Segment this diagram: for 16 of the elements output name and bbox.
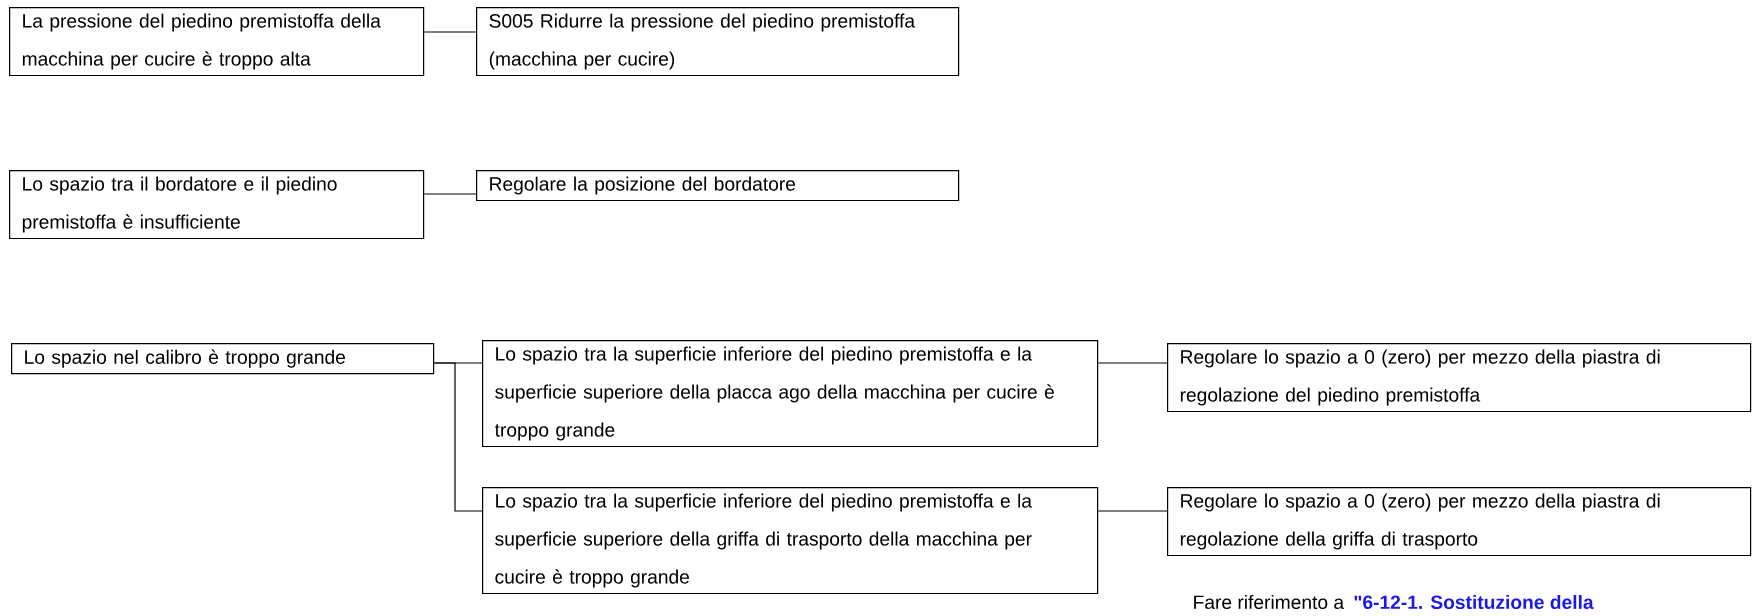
text-box: S005 Ridurre la pressione del piedino premistoffa (macchina per cucire) [476, 7, 960, 77]
text-box: Regolare lo spazio a 0 (zero) per mezzo della piastra di regolazione della griffa di trasporto [1167, 487, 1752, 557]
reference-link: "6-12-1. Sostituzione della [1354, 594, 1594, 610]
text-box: Regolare lo spazio a 0 (zero) per mezzo della piastra di regolazione del piedino premistoffa [1167, 343, 1752, 413]
connector-line [433, 362, 483, 512]
text-box: La pressione del piedino premistoffa della macchina per cucire è troppo alta [9, 7, 425, 77]
text-box: Lo spazio tra il bordatore e il piedino premistoffa è insufficiente [9, 170, 425, 240]
connector-line [423, 193, 477, 195]
text-box: Lo spazio tra la superficie inferiore del piedino premistoffa e la superficie superiore della griffa di trasporto della macchina per cucire è troppo grande [482, 487, 1099, 595]
connector-line [423, 31, 477, 33]
text-box: Lo spazio tra la superficie inferiore del piedino premistoffa e la superficie superiore della placca ago della macchina per cucire è troppo grande [482, 340, 1099, 448]
text-box: Regolare la posizione del bordatore [476, 170, 960, 202]
note-text: Fare riferimento a [1194, 594, 1345, 610]
connector-line [1097, 362, 1168, 364]
connector-line [1097, 510, 1168, 512]
text-box: Lo spazio nel calibro è troppo grande [11, 343, 435, 375]
